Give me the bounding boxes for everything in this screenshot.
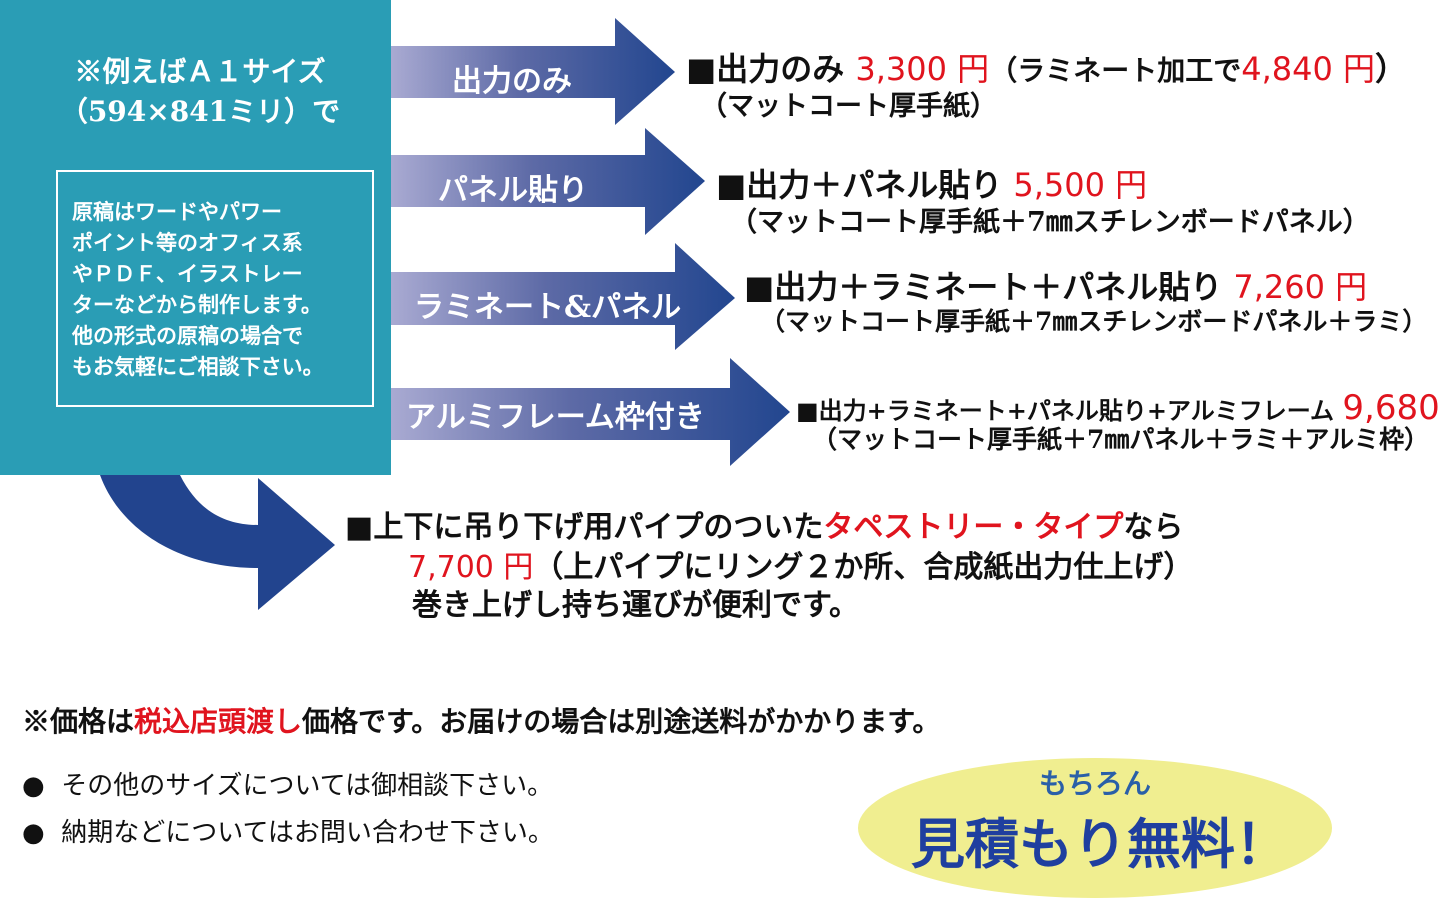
tax-post: 価格です。お届けの場合は別途送料がかかります。 (302, 705, 941, 738)
note-line: ポイント等のオフィス系 (72, 230, 303, 255)
option-title: ■出力+ラミネート+パネル貼り+アルミフレーム (796, 396, 1335, 425)
tapestry-price: 7,700 円 (408, 550, 534, 585)
arrow-output-only (391, 18, 675, 125)
tax-highlight: 税込店頭渡し (134, 705, 303, 738)
option-title: ■出力＋パネル貼り (716, 166, 1003, 204)
manuscript-note-box (56, 170, 374, 407)
option-detail: （マットコート厚手紙＋7㎜スチレンボードパネル＋ラミ） (760, 307, 1428, 336)
bullet-item: ● 納期などについてはお問い合わせ下さい。 (22, 818, 554, 848)
intro-panel (0, 0, 391, 475)
option-title: ■出力＋ラミネート＋パネル貼り (744, 268, 1223, 306)
arrow-aluminum-frame (391, 358, 790, 466)
badge-title: 見積もり無料！ (911, 812, 1289, 876)
arrow-panel (391, 128, 705, 235)
option-panel: ■出力＋パネル貼り 5,500 円 (716, 160, 1147, 206)
note-line: やＰＤＦ、イラストレー (72, 261, 303, 286)
size-example: ※例えばＡ１サイズ （594×841ミリ）で (40, 52, 360, 132)
bullet-text: その他のサイズについては御相談下さい。 (61, 771, 554, 801)
arrow-laminate-panel (391, 243, 735, 350)
note-line: 他の形式の原稿の場合で (72, 323, 303, 348)
bullet-text: 納期などについてはお問い合わせ下さい。 (61, 818, 554, 848)
option-price: 7,260 円 (1233, 268, 1368, 306)
note-line: 原稿はワードやパワー (72, 199, 282, 224)
option-extra: （ラミネート加工で (989, 54, 1242, 87)
badge-subtitle: もちろん (1038, 767, 1151, 800)
bullet-item: ● その他のサイズについては御相談下さい。 (22, 771, 554, 801)
free-estimate-badge (858, 758, 1332, 898)
option-price: 5,500 円 (1013, 166, 1148, 204)
tapestry-note: （上パイプにリング２か所、合成紙出力仕上げ） (533, 550, 1194, 585)
arrow-label-aluminum-frame: アルミフレーム枠付き (406, 400, 705, 435)
tapestry-post: なら (1123, 510, 1184, 545)
tapestry-line-2: 7,700 円（上パイプにリング２か所、合成紙出力仕上げ） (408, 542, 1193, 586)
tapestry-line-3: 巻き上げし持ち運びが便利です。 (412, 588, 859, 623)
option-title: ■出力のみ (686, 50, 845, 88)
option-extra-close: ） (1375, 50, 1408, 88)
tapestry-pre: ■上下に吊り下げ用パイプのついた (345, 510, 824, 545)
size-line-2: （594×841ミリ）で (59, 95, 341, 128)
option-extra-price: 4,840 円 (1241, 50, 1375, 88)
tax-note: ※価格は税込店頭渡し価格です。お届けの場合は別途送料がかかります。 (22, 700, 940, 740)
note-line: もお気軽にご相談下さい。 (72, 354, 324, 379)
curved-arrow-tapestry (100, 475, 335, 610)
option-price: 3,300 円 (855, 50, 990, 88)
option-detail: （マットコート厚手紙＋7㎜パネル＋ラミ＋アルミ枠） (812, 425, 1430, 454)
option-detail: （マットコート厚手紙＋7㎜スチレンボードパネル） (730, 207, 1370, 238)
arrow-label-output-only: 出力のみ (452, 64, 572, 99)
tapestry-line-1: ■上下に吊り下げ用パイプのついたタペストリー・タイプなら (345, 502, 1183, 546)
option-price: 9,680 円 (1342, 388, 1440, 428)
tapestry-highlight: タペストリー・タイプ (823, 510, 1124, 545)
size-line-1: ※例えばＡ１サイズ (74, 55, 326, 88)
option-detail: （マットコート厚手紙） (700, 91, 997, 122)
option-aluminum-frame: ■出力+ラミネート+パネル貼り+アルミフレーム 9,680 円 (796, 380, 1440, 429)
tax-pre: ※価格は (22, 705, 135, 738)
note-line: ターなどから制作します。 (72, 292, 322, 317)
arrow-label-panel: パネル貼り (438, 173, 588, 208)
option-laminate-panel: ■出力＋ラミネート＋パネル貼り 7,260 円 (744, 262, 1367, 308)
manuscript-note: 原稿はワードやパワー ポイント等のオフィス系 やＰＤＦ、イラストレー ターなどか… (72, 196, 372, 382)
option-output-only: ■出力のみ 3,300 円（ラミネート加工で4,840 円） (686, 44, 1407, 90)
arrow-label-laminate-panel: ラミネート&パネル (414, 290, 682, 325)
